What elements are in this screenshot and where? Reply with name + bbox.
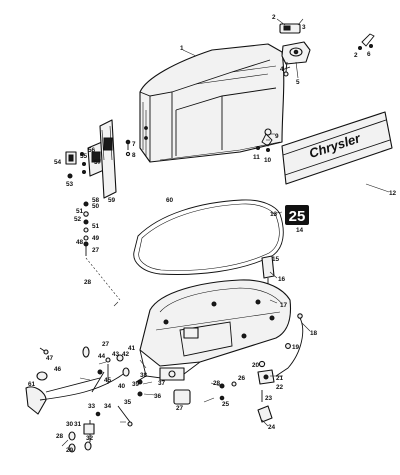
callout-28a: 28 — [84, 279, 92, 286]
lead-wire — [275, 313, 304, 377]
callout-46: 46 — [54, 366, 62, 373]
model-decal: 25 — [285, 205, 309, 225]
decal-model-number: 25 — [289, 208, 306, 225]
callout-59: 59 — [108, 197, 116, 204]
engine-hood — [139, 43, 285, 163]
callout-7: 7 — [132, 141, 136, 148]
callout-55: 55 — [80, 153, 88, 160]
callout-12: 12 — [389, 190, 397, 197]
callout-3: 3 — [302, 24, 306, 31]
callout-10: 10 — [264, 157, 272, 164]
callout-45: 45 — [104, 377, 112, 384]
callout-22: 22 — [276, 384, 284, 391]
callout-6: 6 — [367, 51, 371, 58]
callout-23: 23 — [265, 395, 273, 402]
callout-33: 33 — [88, 403, 96, 410]
leader-lines — [61, 18, 390, 447]
callout-28c: 28 — [56, 433, 64, 440]
top-clip-assembly — [279, 23, 375, 77]
callout-48: 48 — [76, 239, 84, 246]
callout-29: 29 — [66, 447, 74, 454]
callout-51a: 51 — [76, 208, 84, 215]
callout-25: 25 — [222, 401, 230, 408]
callout-60: 60 — [166, 197, 174, 204]
callout-20: 20 — [252, 362, 260, 369]
callout-30: 30 — [66, 421, 74, 428]
callout-27b: 27 — [102, 341, 110, 348]
lower-pan — [135, 279, 292, 383]
callout-13: 13 — [270, 211, 278, 218]
callout-44: 44 — [98, 353, 106, 360]
callout-11: 11 — [253, 154, 260, 161]
fastener-stack — [83, 201, 121, 301]
callout-38: 38 — [140, 372, 148, 379]
callout-19: 19 — [292, 344, 300, 351]
callout-42: 42 — [122, 351, 130, 358]
callout-41: 41 — [128, 345, 136, 352]
callout-53: 53 — [66, 181, 74, 188]
callout-31: 31 — [74, 421, 82, 428]
callout-40: 40 — [118, 383, 126, 390]
hood-seal — [133, 199, 284, 275]
callout-43: 43 — [112, 351, 120, 358]
callout-47: 47 — [46, 355, 54, 362]
callout-15: 15 — [272, 256, 280, 263]
callout-32: 32 — [86, 435, 94, 442]
lower-right-parts — [173, 360, 275, 423]
callout-39: 39 — [132, 381, 140, 388]
callout-5: 5 — [296, 79, 300, 86]
callout-35: 35 — [124, 399, 132, 406]
callout-27c: 27 — [176, 405, 184, 412]
callout-49: 49 — [92, 235, 100, 242]
callout-8: 8 — [132, 152, 136, 159]
callout-61: 61 — [28, 381, 36, 388]
callout-14: 14 — [296, 227, 304, 234]
callout-4: 4 — [280, 66, 284, 73]
callout-54: 54 — [54, 159, 62, 166]
callout-36: 36 — [154, 393, 162, 400]
callout-21: 21 — [276, 375, 284, 382]
callout-50: 50 — [92, 203, 100, 210]
callout-52: 52 — [74, 216, 82, 223]
callout-17: 17 — [280, 302, 288, 309]
callout-34: 34 — [104, 403, 112, 410]
callout-28b: 28 — [213, 380, 221, 387]
callout-1: 1 — [180, 45, 184, 52]
latch-assembly — [65, 119, 117, 199]
callout-9: 9 — [275, 133, 279, 140]
callout-27a: 27 — [92, 247, 100, 254]
callout-58: 58 — [92, 197, 100, 204]
callout-16: 16 — [278, 276, 286, 283]
callout-labels: 1 2 3 4 5 2 6 7 8 9 10 11 12 13 14 15 16… — [28, 14, 397, 454]
throttle-controls — [25, 346, 143, 453]
side-decal: Chrysler — [281, 111, 393, 185]
callout-24: 24 — [268, 424, 276, 431]
callout-18: 18 — [310, 330, 318, 337]
callout-2b: 2 — [354, 52, 358, 59]
callout-56: 56 — [88, 147, 96, 154]
callout-51b: 51 — [92, 223, 100, 230]
callout-57: 57 — [94, 159, 102, 166]
callout-37: 37 — [158, 380, 166, 387]
callout-26: 26 — [238, 375, 246, 382]
hood-screws — [125, 128, 273, 157]
callout-2: 2 — [272, 14, 276, 21]
